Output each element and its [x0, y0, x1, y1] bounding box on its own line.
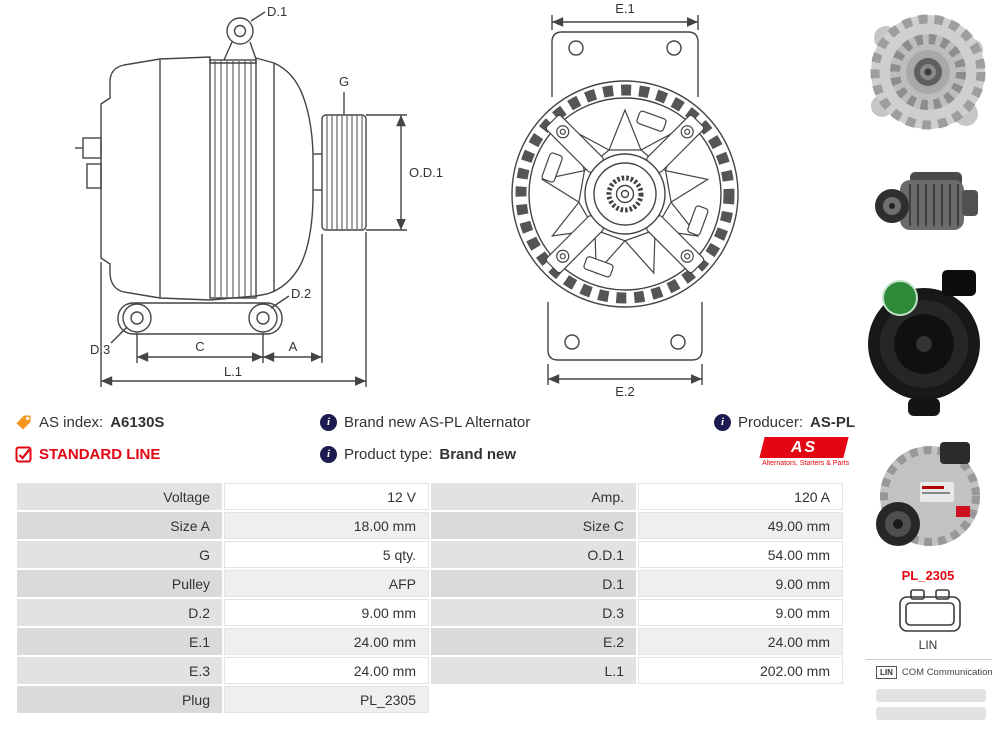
product-type-field: i Product type: Brand new — [320, 444, 516, 464]
spec-value: 12 V — [224, 483, 429, 510]
check-icon — [15, 446, 32, 462]
dim-label-l1: L.1 — [224, 364, 242, 379]
communication-row: LIN COM Communication — [876, 666, 993, 679]
plug-code: PL_2305 — [901, 568, 955, 583]
aspl-logo: AS Alternators, Starters & Parts — [759, 437, 850, 467]
dim-label-od1: O.D.1 — [409, 165, 443, 180]
dim-label-c: C — [195, 339, 204, 354]
spec-label: D.2 — [17, 599, 222, 626]
spec-label: D.3 — [431, 599, 636, 626]
side-dimension-labels: D.1 G O.D.1 D.2 D.3 C A L.1 — [90, 4, 443, 379]
brand-new-field: i Brand new AS-PL Alternator — [320, 412, 530, 432]
table-row: E.3 24.00 mm L.1 202.00 mm — [17, 657, 843, 684]
spec-value: 202.00 mm — [638, 657, 843, 684]
spec-label: E.3 — [17, 657, 222, 684]
product-photo-front — [870, 14, 986, 130]
spec-label: Voltage — [17, 483, 222, 510]
table-row: Size A 18.00 mm Size C 49.00 mm — [17, 512, 843, 539]
spec-value: 9.00 mm — [638, 599, 843, 626]
placeholder-badge — [876, 689, 986, 702]
diagram-front-view: E.1 E.2 — [511, 2, 739, 399]
table-row: G 5 qty. O.D.1 54.00 mm — [17, 541, 843, 568]
producer-field: i Producer: AS-PL — [714, 412, 855, 432]
spec-value: PL_2305 — [224, 686, 429, 713]
spec-value: 24.00 mm — [224, 657, 429, 684]
spec-value: 9.00 mm — [638, 570, 843, 597]
spec-empty-cell — [431, 686, 636, 713]
spec-value: 54.00 mm — [638, 541, 843, 568]
front-dimension-labels: E.1 E.2 — [615, 2, 635, 399]
spec-label: D.1 — [431, 570, 636, 597]
dim-label-d1: D.1 — [267, 4, 287, 19]
spec-label: G — [17, 541, 222, 568]
alternator-front-outline — [511, 15, 739, 385]
producer-label: Producer: — [738, 413, 804, 431]
communication-badge: LIN — [876, 666, 897, 679]
dim-label-a: A — [289, 339, 298, 354]
side-panel-divider — [866, 659, 992, 660]
as-index-value: A6130S — [110, 413, 165, 431]
spec-table: Voltage 12 V Amp. 120 A Size A 18.00 mm … — [15, 481, 845, 715]
standard-line-label: STANDARD LINE — [39, 445, 161, 463]
as-index-label: AS index: — [39, 413, 104, 431]
spec-label: Pulley — [17, 570, 222, 597]
standard-line-field: STANDARD LINE — [15, 444, 160, 464]
dim-label-d3: D.3 — [90, 342, 110, 357]
plug-pin-label: LIN — [918, 638, 938, 652]
table-row: Pulley AFP D.1 9.00 mm — [17, 570, 843, 597]
placeholder-badge — [876, 707, 986, 720]
producer-value: AS-PL — [810, 413, 856, 431]
info-icon: i — [714, 413, 731, 431]
spec-empty-cell — [638, 686, 843, 713]
info-icon: i — [320, 413, 337, 431]
stator-ribs — [214, 61, 252, 297]
vent-slots — [541, 110, 709, 278]
dim-label-e1: E.1 — [615, 2, 635, 16]
table-row: Voltage 12 V Amp. 120 A — [17, 483, 843, 510]
cross-arms — [545, 114, 705, 274]
diagram-side-view: D.1 G O.D.1 D.2 D.3 C A L.1 — [75, 4, 443, 387]
spec-label: Plug — [17, 686, 222, 713]
spec-label: Size C — [431, 512, 636, 539]
spec-value: 18.00 mm — [224, 512, 429, 539]
dim-label-g: G — [339, 74, 349, 89]
aspl-logo-tagline: Alternators, Starters & Parts — [762, 460, 850, 467]
brand-new-text: Brand new AS-PL Alternator — [344, 413, 531, 431]
alternator-side-outline — [75, 11, 407, 387]
product-photo-side — [875, 172, 978, 230]
spec-value: 5 qty. — [224, 541, 429, 568]
tag-icon — [16, 415, 31, 429]
dim-label-e2: E.2 — [615, 384, 635, 399]
spec-label: O.D.1 — [431, 541, 636, 568]
product-photo-rear — [868, 270, 980, 416]
spec-label: L.1 — [431, 657, 636, 684]
product-type-label: Product type: — [344, 445, 433, 463]
plug-connector-diagram — [899, 589, 961, 632]
communication-text: COM Communication — [901, 667, 993, 678]
table-row: E.1 24.00 mm E.2 24.00 mm — [17, 628, 843, 655]
fan-and-bracket — [540, 108, 710, 278]
spec-label: E.2 — [431, 628, 636, 655]
spec-label: Size A — [17, 512, 222, 539]
spec-label: Amp. — [431, 483, 636, 510]
aspl-logo-text: AS — [790, 438, 818, 456]
spec-value: 120 A — [638, 483, 843, 510]
spec-value: 49.00 mm — [638, 512, 843, 539]
spec-value: AFP — [224, 570, 429, 597]
hub — [584, 153, 666, 235]
product-type-value: Brand new — [439, 445, 517, 463]
spec-value: 24.00 mm — [224, 628, 429, 655]
spec-value: 9.00 mm — [224, 599, 429, 626]
spec-label: E.1 — [17, 628, 222, 655]
table-row: D.2 9.00 mm D.3 9.00 mm — [17, 599, 843, 626]
info-icon: i — [320, 445, 337, 463]
spec-value: 24.00 mm — [638, 628, 843, 655]
dim-label-d2: D.2 — [291, 286, 311, 301]
pulley-grooves — [326, 116, 363, 229]
as-index-field: AS index: A6130S — [15, 412, 164, 432]
product-photo-angled — [876, 442, 980, 546]
aspl-logo-mark: AS — [759, 437, 849, 458]
table-row: Plug PL_2305 — [17, 686, 843, 713]
